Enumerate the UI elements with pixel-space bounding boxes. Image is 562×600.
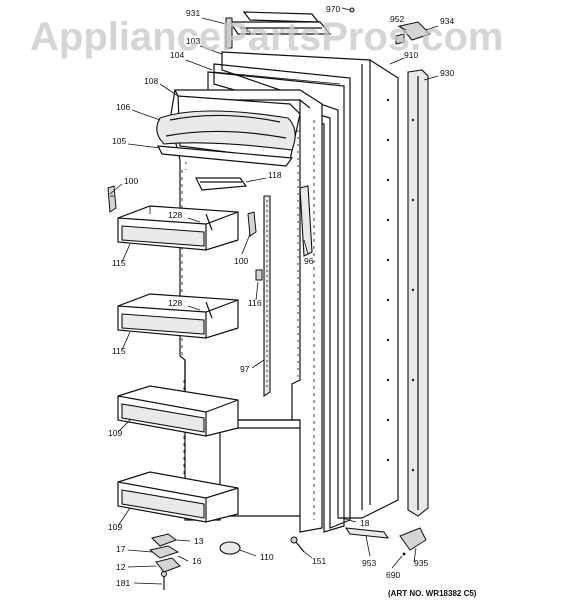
shelf-bracket-left: [107, 185, 117, 213]
rail-96: [299, 185, 313, 257]
callout-952: 952: [390, 14, 404, 24]
callout-100-left: 100: [124, 176, 138, 186]
small-shelf: [195, 177, 248, 191]
callout-109-third: 109: [108, 428, 122, 438]
callout-13: 13: [194, 536, 204, 546]
callout-930: 930: [440, 68, 454, 78]
callout-18: 18: [360, 518, 370, 528]
callout-151: 151: [312, 556, 326, 566]
callout-931: 931: [186, 8, 200, 18]
callout-128-second: 128: [168, 298, 182, 308]
callout-128-top: 128: [168, 210, 182, 220]
callout-934: 934: [440, 16, 454, 26]
callout-106: 106: [116, 102, 130, 112]
part-151: [290, 536, 305, 553]
hinge-parts: [148, 533, 181, 590]
callout-910: 910: [404, 50, 418, 60]
callout-935: 935: [414, 558, 428, 568]
callout-116: 116: [248, 298, 262, 308]
part-935: [399, 527, 427, 556]
callout-96: 96: [304, 256, 314, 266]
door-bin-second: [117, 293, 239, 339]
callout-12: 12: [116, 562, 126, 572]
watermark: AppliancePartsPros.com: [30, 15, 504, 59]
callout-970: 970: [326, 4, 340, 14]
callout-100-right: 100: [234, 256, 248, 266]
callout-115-top: 115: [112, 258, 126, 268]
top-trim: [225, 7, 431, 49]
callout-105: 105: [112, 136, 126, 146]
callout-97: 97: [240, 364, 250, 374]
callout-108: 108: [144, 76, 158, 86]
callout-109-bottom: 109: [108, 522, 122, 532]
callout-5: 5: [246, 26, 251, 36]
callout-115-second: 115: [112, 346, 126, 356]
door-bin-third: [117, 385, 239, 437]
rail-97: [263, 195, 271, 398]
art-number: (ART NO. WR18382 C5): [388, 589, 477, 598]
dairy-compartment: [156, 89, 301, 167]
callout-118: 118: [268, 170, 282, 180]
callout-110: 110: [260, 552, 274, 562]
part-110: [219, 541, 241, 555]
callout-953: 953: [362, 558, 376, 568]
shelf-bracket-right: [247, 211, 257, 237]
part-953: [344, 527, 390, 539]
handle-trim: [407, 69, 429, 517]
part-116: [255, 269, 263, 281]
outer-door-panel: [221, 51, 399, 519]
callout-labels: 931 970 952 934 103 5 104 910 930 108 10…: [108, 4, 454, 588]
callout-103: 103: [186, 36, 200, 46]
callout-16: 16: [192, 556, 202, 566]
door-bin-bottom: [117, 471, 239, 523]
door-bin-top: [117, 205, 239, 251]
callout-104: 104: [170, 50, 184, 60]
callout-181: 181: [116, 578, 130, 588]
callout-17: 17: [116, 544, 126, 554]
leader-lines: [109, 7, 439, 585]
callout-690: 690: [386, 570, 400, 580]
